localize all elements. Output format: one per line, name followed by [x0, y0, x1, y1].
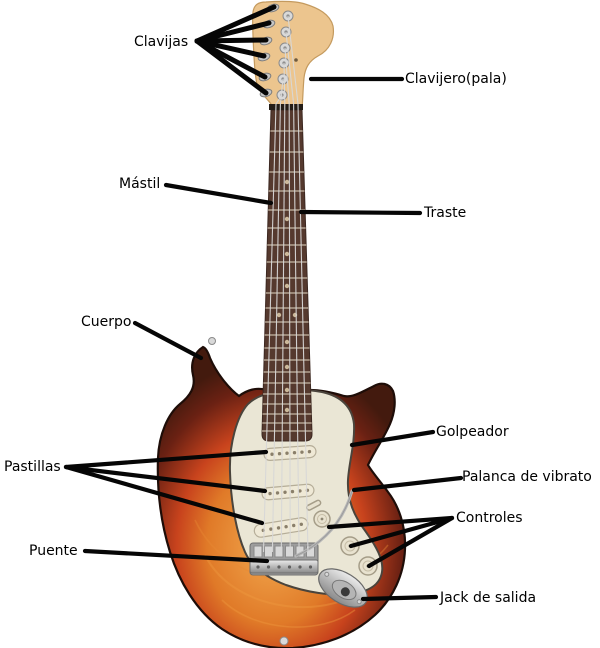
label-puente: Puente [29, 543, 78, 559]
bridge [249, 542, 319, 576]
label-jack: Jack de salida [440, 590, 537, 606]
callout-mastil-line [163, 182, 274, 206]
nut [269, 104, 303, 110]
label-clavijas: Clavijas [134, 34, 189, 50]
callout-cuerpo-line [132, 320, 204, 361]
callout-lines [63, 4, 464, 602]
strap-button-top [208, 337, 216, 345]
label-clavijero: Clavijero(pala) [405, 71, 507, 87]
label-pastillas: Pastillas [4, 459, 61, 475]
label-traste: Traste [424, 205, 467, 221]
jack-hole [340, 587, 350, 597]
volume-knob [313, 510, 331, 528]
label-controles: Controles [456, 510, 523, 526]
fretboard-inlays [276, 179, 298, 413]
strap-button-bottom [279, 636, 289, 646]
callout-golpeador-line [349, 429, 436, 448]
label-palanca: Palanca de vibrato [462, 469, 592, 485]
callout-pastillas-lines [63, 449, 269, 526]
callout-palanca-line [351, 475, 464, 493]
output-jack-plate [318, 568, 368, 608]
callout-jack-line [360, 594, 439, 602]
callout-controles-lines [326, 515, 455, 569]
callout-puente-line [82, 548, 270, 564]
label-golpeador: Golpeador [436, 424, 509, 440]
frets [262, 130, 312, 432]
label-cuerpo: Cuerpo [81, 314, 132, 330]
strings [262, 15, 309, 553]
callout-traste-line [298, 209, 423, 216]
middle-pickup [261, 483, 315, 501]
string-tree [294, 58, 298, 62]
label-mastil: Mástil [119, 176, 161, 192]
callout-clavijas-lines [194, 4, 277, 96]
